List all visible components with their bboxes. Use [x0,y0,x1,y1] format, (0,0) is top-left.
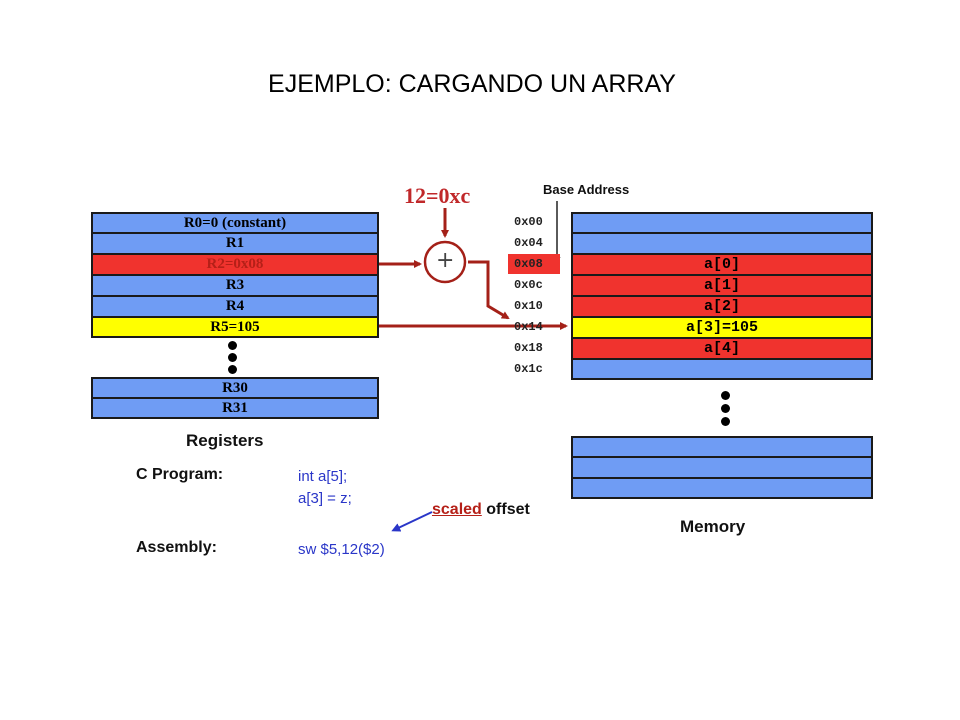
slide-title: EJEMPLO: CARGANDO UN ARRAY [268,70,676,98]
register-ellipsis-dot [228,365,237,374]
c-line-assignment: a[3] = z; [298,490,352,507]
memory-cell [571,212,873,233]
scaled-offset-arrow [391,511,433,532]
register-file-top: R0=0 (constant) R1 R2=0x08 R3 R4 R5=105 [91,212,379,338]
memory-cell-a3: a[3]=105 [571,317,873,338]
register-r31: R31 [91,398,379,419]
registers-caption: Registers [186,431,264,450]
register-r4: R4 [91,296,379,317]
adder-plus-symbol: + [436,248,455,273]
memory-caption: Memory [680,517,746,536]
register-ellipsis-dot [228,353,237,362]
base-address-label: Base Address [543,182,630,197]
offset-word: offset [486,501,530,518]
scaled-word: scaled [432,501,482,518]
address-label: 0x0c [514,278,543,292]
register-r2: R2=0x08 [91,254,379,275]
address-label: 0x1c [514,362,543,376]
memory-block-bottom [571,436,873,499]
register-file-bottom: R30 R31 [91,377,379,419]
memory-cell [571,457,873,478]
register-r0: R0=0 (constant) [91,212,379,233]
address-label: 0x08 [514,257,543,271]
register-r5: R5=105 [91,317,379,338]
assembly-label: Assembly: [136,539,217,556]
adder-circle [423,240,467,284]
address-label: 0x18 [514,341,543,355]
highlighted-address-box [508,254,560,274]
memory-cell [571,436,873,457]
memory-ellipsis-dot [721,404,730,413]
c-line-declaration: int a[5]; [298,468,348,485]
c-program-label: C Program: [136,466,224,483]
memory-cell-a4: a[4] [571,338,873,359]
adder-output-arrow [468,260,510,320]
memory-ellipsis-dot [721,391,730,400]
memory-cell [571,359,873,380]
scaled-offset-note: scaled offset [432,501,530,519]
memory-cell-a0: a[0] [571,254,873,275]
memory-ellipsis-dot [721,417,730,426]
memory-block-top: a[0] a[1] a[2] a[3]=105 a[4] [571,212,873,380]
memory-cell-a1: a[1] [571,275,873,296]
memory-cell [571,478,873,499]
register-r3: R3 [91,275,379,296]
register-r30: R30 [91,377,379,398]
address-label: 0x00 [514,215,543,229]
memory-cell-a2: a[2] [571,296,873,317]
offset-value-label: 12=0xc [404,183,471,208]
register-ellipsis-dot [228,341,237,350]
address-label: 0x14 [514,320,543,334]
address-label: 0x04 [514,236,543,250]
assembly-line: sw $5,12($2) [298,541,385,558]
address-label: 0x10 [514,299,543,313]
register-r1: R1 [91,233,379,254]
memory-cell [571,233,873,254]
